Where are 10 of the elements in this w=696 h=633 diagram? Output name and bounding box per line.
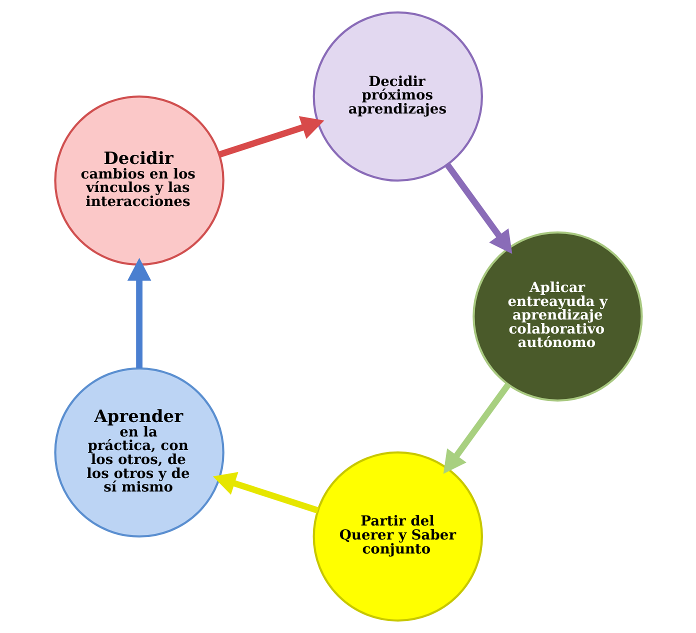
arrow: [218, 116, 324, 158]
node-circle: Aplicar entreayuda y aprendizaje colaborativo autónomo: [472, 231, 642, 402]
arrow: [212, 472, 318, 514]
arrow: [126, 258, 151, 368]
node-circle: Decidir cambios en los vínculos y las interacciones: [54, 95, 224, 266]
arrow: [444, 162, 512, 254]
arrow: [442, 382, 510, 474]
node-circle: Aprender en la práctica, con los otros, de los otros y de sí mismo: [54, 367, 224, 538]
node-circle: Decidir próximos aprendizajes: [312, 11, 482, 182]
node-circle: Partir del Querer y Saber conjunto: [312, 451, 482, 622]
